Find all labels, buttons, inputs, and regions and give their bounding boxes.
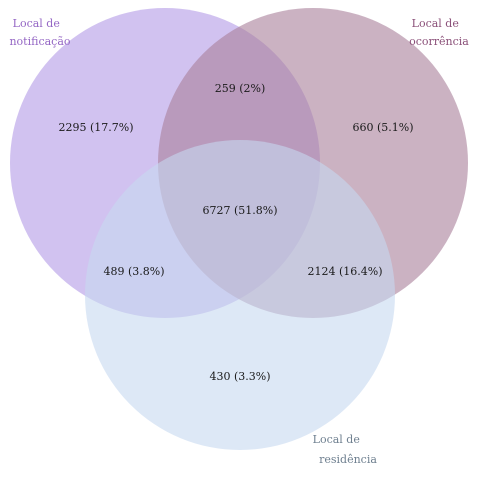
set-label-residencia: Local de residência — [313, 433, 378, 466]
region-label-notificacao-residencia: 489 (3.8%) — [103, 265, 164, 278]
set-label-residencia-line-2: residência — [319, 453, 377, 466]
region-label-notificacao-ocorrencia: 259 (2%) — [215, 82, 266, 95]
set-label-notificacao-line-1: Local de — [13, 17, 60, 30]
set-label-ocorrencia-line-2: ocorrência — [409, 35, 469, 48]
region-label-ocorrencia-only: 660 (5.1%) — [352, 121, 413, 134]
region-label-ocorrencia-residencia: 2124 (16.4%) — [307, 265, 382, 278]
set-circle-residencia — [85, 140, 395, 450]
set-label-residencia-line-1: Local de — [313, 433, 360, 446]
set-label-ocorrencia-line-1: Local de — [412, 17, 459, 30]
set-label-notificacao-line-2: notificação — [9, 35, 70, 48]
set-label-ocorrencia: Local de ocorrência — [409, 17, 469, 48]
region-label-all-three: 6727 (51.8%) — [202, 204, 277, 217]
set-label-notificacao: Local de notificação — [9, 17, 70, 48]
region-label-residencia-only: 430 (3.3%) — [209, 370, 270, 383]
region-label-notificacao-only: 2295 (17.7%) — [58, 121, 133, 134]
